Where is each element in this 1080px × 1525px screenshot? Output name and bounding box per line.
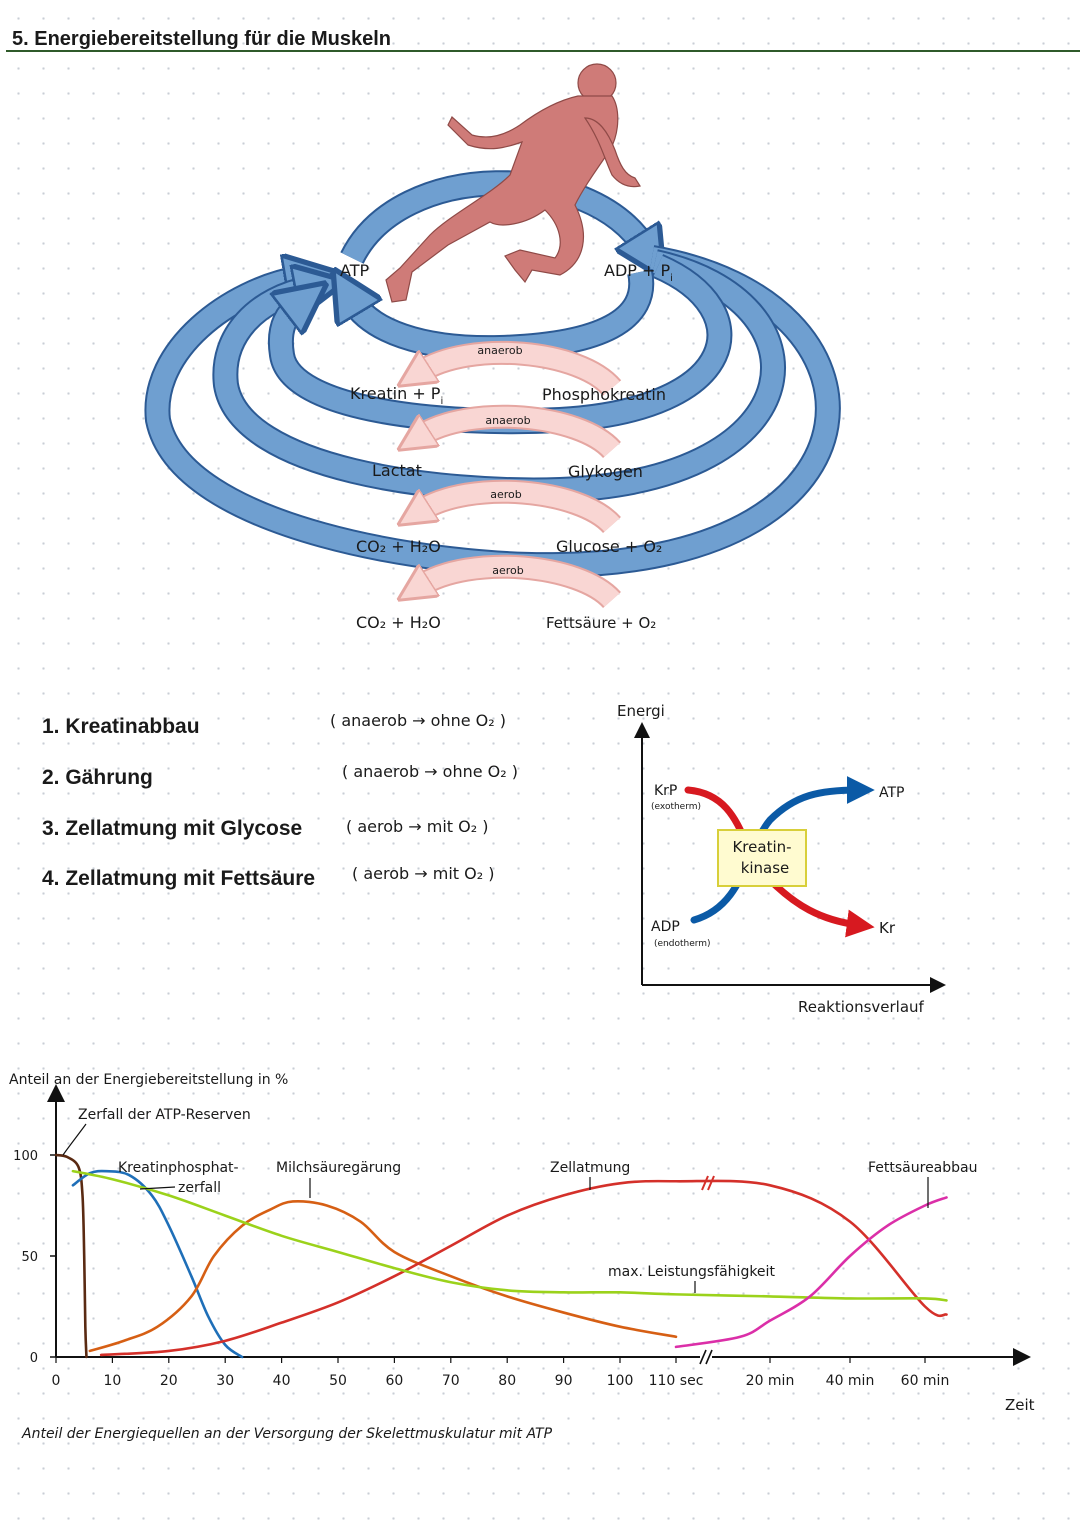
adp-label: ADP + Pi — [604, 261, 673, 284]
label-kreatinphosphat: Kreatinphosphat-zerfall — [118, 1160, 239, 1196]
y-tick-label: 50 — [21, 1250, 38, 1265]
x-tick-label: 70 — [442, 1373, 460, 1389]
label-fettsaeure: Fettsäureabbau — [868, 1160, 978, 1176]
x-tick-label: 40 — [273, 1373, 291, 1389]
kinase-axes — [634, 722, 946, 993]
x-tick-label: 10 — [103, 1373, 121, 1389]
x-tick-label: 80 — [498, 1373, 516, 1389]
kinase-label-line1: Kreatin- — [732, 838, 791, 856]
pathway-3-label: 3. Zellatmung mit Glycose — [42, 817, 303, 840]
row1-left-label: Kreatin + Pi — [350, 384, 443, 407]
kinase-label-line2: kinase — [741, 859, 790, 877]
adp-kinase-label: ADP — [651, 919, 680, 935]
row2-right-label: Glykogen — [568, 462, 643, 481]
pathway-4-note: ( aerob → mit O₂ ) — [352, 864, 495, 883]
x-tick-label: 20 min — [746, 1373, 795, 1389]
kreatinkinase-box: Kreatin- kinase — [717, 829, 807, 887]
x-tick-label: 90 — [555, 1373, 573, 1389]
krp-label: KrP — [654, 783, 677, 799]
y-tick-label: 100 — [13, 1149, 38, 1164]
page-title: 5. Energiebereitstellung für die Muskeln — [12, 28, 391, 50]
chart-caption: Anteil der Energiequellen an der Versorg… — [21, 1426, 553, 1442]
pathway-1-label: 1. Kreatinabbau — [42, 715, 200, 738]
y-tick-label: 0 — [30, 1351, 38, 1366]
series-line-zerfall-der-atp-reserven — [54, 1153, 88, 1359]
kinase-x-label: Reaktionsverlauf — [798, 998, 925, 1016]
adp-to-atp-curve — [690, 776, 875, 924]
title-divider — [6, 50, 1080, 52]
chart-x-label: Zeit — [1005, 1396, 1035, 1414]
axis-break-mark — [699, 1349, 713, 1365]
pathway-2-note: ( anaerob → ohne O₂ ) — [342, 762, 519, 781]
chart-axes — [47, 1084, 1031, 1366]
series-line-milchsaeuregaerung — [88, 1200, 678, 1353]
mode-label-4: aerob — [492, 564, 524, 577]
atp-kinase-label: ATP — [879, 785, 904, 801]
pink-arc-3 — [420, 479, 621, 534]
kinase-y-label: Energi — [617, 702, 665, 720]
kr-label: Kr — [879, 919, 896, 937]
runner-figure — [385, 63, 641, 303]
label-leistung: max. Leistungsfähigkeit — [608, 1264, 775, 1280]
label-atp-reserven: Zerfall der ATP-Reserven — [78, 1107, 251, 1123]
x-tick-label: 20 — [160, 1373, 178, 1389]
atp-label: ATP — [340, 261, 369, 280]
x-tick-label: 100 — [607, 1373, 634, 1389]
x-tick-label: 50 — [329, 1373, 347, 1389]
label-zellatmung: Zellatmung — [550, 1160, 630, 1176]
pathway-3-note: ( aerob → mit O₂ ) — [346, 817, 489, 836]
label-milchsaeure: Milchsäuregärung — [276, 1160, 401, 1176]
adp-note: (endotherm) — [654, 939, 711, 949]
atp-consumption-arrow — [340, 170, 645, 258]
series-line-kreatinphosphat-zerfall — [71, 1169, 244, 1359]
row4-right-label: Fettsäure + O₂ — [546, 614, 656, 632]
x-tick-label: 110 sec — [649, 1373, 704, 1389]
chart-y-label: Anteil an der Energiebereitstellung in % — [9, 1072, 288, 1088]
series-line-zellatmung — [99, 1179, 948, 1357]
krp-to-kr-curve — [684, 786, 875, 938]
pathway-1-note: ( anaerob → ohne O₂ ) — [330, 711, 507, 730]
row2-left-label: Lactat — [372, 461, 422, 480]
row3-right-label: Glucose + O₂ — [556, 537, 662, 556]
leader-kreatinphosphat — [139, 1186, 176, 1190]
mode-label-1: anaerob — [477, 344, 522, 357]
krp-note: (exotherm) — [651, 802, 701, 812]
row1-right-label: Phosphokreatin — [542, 385, 666, 404]
pathway-4-label: 4. Zellatmung mit Fettsäure — [42, 867, 316, 890]
x-tick-label: 40 min — [826, 1373, 875, 1389]
series-line-fettsaeureabbau — [674, 1196, 948, 1349]
pink-arc-4 — [420, 554, 621, 609]
leader-atp-reserven — [62, 1123, 87, 1156]
x-tick-label: 60 min — [901, 1373, 950, 1389]
mode-label-2: anaerob — [485, 414, 530, 427]
mode-label-3: aerob — [490, 488, 522, 501]
x-tick-label: 60 — [385, 1373, 403, 1389]
energy-cycle-diagram: anaerob anaerob aerob aerob ATP ADP + Pi… — [144, 63, 841, 632]
series-line-max-leistungsfaehigkeit — [71, 1169, 948, 1302]
x-tick-label: 30 — [216, 1373, 234, 1389]
zellatmung-break-mark — [701, 1175, 715, 1191]
pathway-2-label: 2. Gährung — [42, 766, 153, 789]
row3-left-label: CO₂ + H₂O — [356, 537, 441, 556]
x-tick-label: 0 — [52, 1373, 61, 1389]
row4-left-label: CO₂ + H₂O — [356, 613, 441, 632]
pink-arc-1 — [420, 340, 622, 397]
pink-arc-2 — [420, 404, 621, 459]
